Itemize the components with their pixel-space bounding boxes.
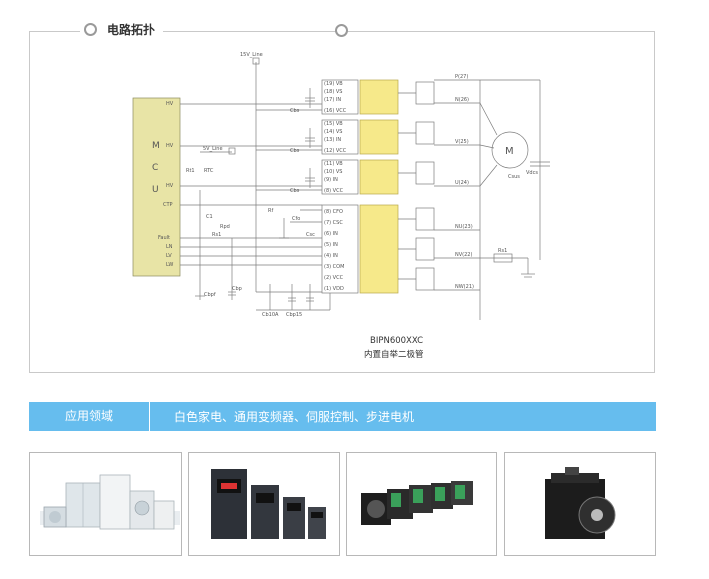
pin-label: (16) VCC	[324, 108, 347, 114]
supply5-label: 5V_Line	[203, 146, 223, 152]
part-label: Csc	[306, 232, 315, 238]
output-label: NU(23)	[455, 224, 473, 230]
part-label: Cbs	[290, 188, 300, 194]
mcu-pin: HV	[166, 183, 174, 189]
pin-label: (9) IN	[324, 177, 338, 183]
output-label: NV(22)	[455, 252, 472, 258]
pin-label: (8) VCC	[324, 188, 344, 194]
applications-label: 应用领域	[29, 402, 150, 431]
circle-marker-icon	[335, 24, 348, 37]
vdc-label: Vdcs	[526, 170, 538, 176]
part-number: BIPN600XXC	[370, 336, 423, 346]
output-label: NW(21)	[455, 284, 474, 290]
part-description: 内置自举二极管	[364, 349, 424, 360]
low-side-ic	[359, 204, 399, 294]
part-label: Rt1	[186, 168, 195, 174]
mcu-letter-c: C	[152, 163, 158, 173]
pin-label: (4) IN	[324, 253, 338, 259]
product-image-home-appliances	[29, 452, 182, 556]
mcu-pin: CTP	[163, 202, 173, 208]
mcu-letter-m: M	[152, 141, 160, 151]
part-label: Rf	[268, 208, 273, 214]
part-label: Cbp	[232, 286, 242, 292]
mcu-pin: Fault	[158, 235, 170, 241]
part-label: Cbs	[290, 108, 300, 114]
part-label: Cfo	[292, 216, 300, 222]
part-label: Cbpf	[204, 292, 216, 298]
supply-label: 15V_Line	[240, 52, 263, 58]
gate-driver-ic-1	[359, 79, 399, 115]
pin-label: (2) VCC	[324, 275, 344, 281]
gate-driver-ic-2	[359, 119, 399, 155]
pin-label: (13) IN	[324, 137, 341, 143]
shunt-label: Rs1	[498, 248, 507, 254]
part-label: Cbs	[290, 148, 300, 154]
section-header: 电路拓扑	[80, 18, 164, 40]
output-label: V(25)	[455, 139, 469, 145]
pin-label: (3) COM	[324, 264, 344, 270]
pin-label: (15) VB	[324, 121, 343, 127]
mcu-pin: LV	[166, 253, 172, 259]
part-label: Rpd	[220, 224, 230, 230]
part-label: Cb10A	[262, 312, 279, 318]
applications-value: 白色家电、通用变频器、伺服控制、步进电机	[174, 410, 415, 424]
pin-label: (14) VS	[324, 129, 342, 135]
part-label: C1	[206, 214, 213, 220]
output-label: P(27)	[455, 74, 468, 80]
pin-label: (12) VCC	[324, 148, 347, 154]
circuit-schematic: 15V_Line 5V_Line M C U HV HV HV CTP Faul…	[132, 52, 550, 360]
part-label: Rs1	[212, 232, 221, 238]
pin-label: (5) IN	[324, 242, 338, 248]
motor-label: M	[505, 146, 514, 157]
mcu-pin: HV	[166, 101, 174, 107]
gate-driver-ic-3	[359, 159, 399, 195]
mcu-pin: LW	[166, 262, 173, 268]
mcu-block	[132, 97, 181, 277]
pin-label: (18) VS	[324, 89, 342, 95]
pin-label: (6) IN	[324, 231, 338, 237]
motor-symbol	[491, 131, 529, 169]
pin-label: (7) CSC	[324, 220, 343, 226]
mcu-pin: HV	[166, 143, 174, 149]
part-label: Cbp15	[286, 312, 302, 318]
part-label: RTC	[204, 168, 214, 174]
product-image-inverters	[188, 452, 340, 556]
circle-bullet-icon	[84, 22, 97, 36]
product-image-stepper-motor	[504, 452, 656, 556]
pin-label: (8) CFO	[324, 209, 343, 215]
applications-bar: 应用领域 白色家电、通用变频器、伺服控制、步进电机	[29, 402, 656, 431]
pin-label: (17) IN	[324, 97, 341, 103]
section-title: 电路拓扑	[107, 22, 156, 37]
pin-label: (19) VB	[324, 81, 343, 87]
motor-cap-label: Csus	[508, 174, 520, 180]
product-image-servo-motors	[346, 452, 497, 556]
pin-label: (11) VB	[324, 161, 343, 167]
output-label: N(26)	[455, 97, 469, 103]
mcu-pin: LN	[166, 244, 173, 250]
output-label: U(24)	[455, 180, 469, 186]
mcu-letter-u: U	[152, 185, 159, 195]
pin-label: (1) VDD	[324, 286, 344, 292]
pin-label: (10) VS	[324, 169, 342, 175]
